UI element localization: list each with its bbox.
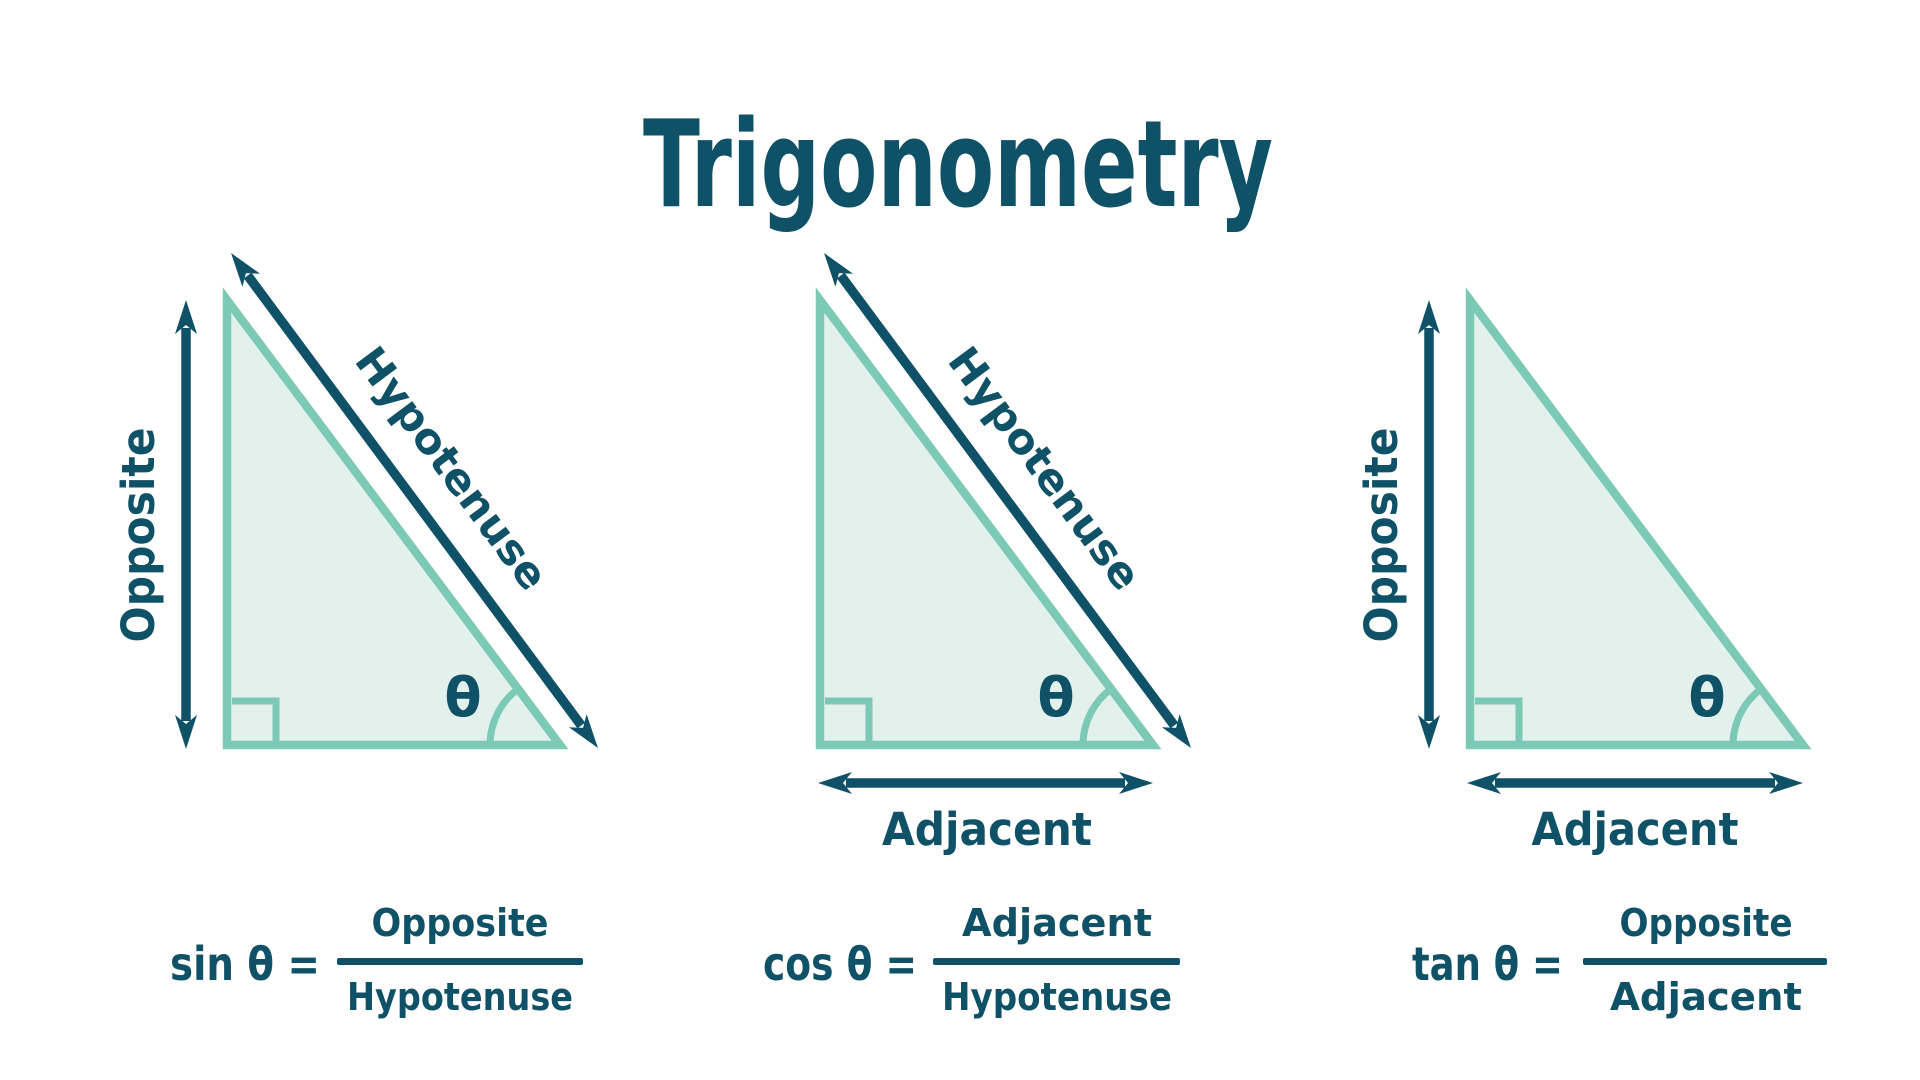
right-triangle <box>1465 287 1812 750</box>
tangent-formula: tan θ = Opposite Adjacent <box>1412 901 1827 1019</box>
adjacent-side-label: Adjacent <box>1532 803 1739 856</box>
formula-numerator: Opposite <box>372 901 549 945</box>
page-title: Trigonometry <box>643 96 1273 235</box>
formula-lhs: tan θ = <box>1412 937 1563 991</box>
fraction-bar <box>933 958 1180 965</box>
formula-denominator: Hypotenuse <box>942 975 1172 1019</box>
sine-formula: sin θ = Opposite Hypotenuse <box>170 901 583 1019</box>
theta-symbol: θ <box>1037 666 1074 729</box>
cosine-formula: cos θ = Adjacent Hypotenuse <box>763 901 1180 1019</box>
formula-lhs: sin θ = <box>170 937 320 991</box>
hypotenuse-double-arrow <box>824 253 1191 748</box>
theta-angle-arc <box>1729 686 1764 746</box>
opposite-side-label: Opposite <box>112 428 165 643</box>
formula-numerator: Adjacent <box>962 901 1152 945</box>
right-angle-marker <box>1475 697 1523 741</box>
theta-symbol: θ <box>1688 666 1725 729</box>
hypotenuse-double-arrow <box>231 253 598 748</box>
theta-symbol: θ <box>444 666 481 729</box>
opposite-side-label: Opposite <box>1355 428 1408 643</box>
formula-denominator: Hypotenuse <box>347 975 573 1019</box>
formula-denominator: Adjacent <box>1610 975 1802 1019</box>
formula-lhs: cos θ = <box>763 937 917 991</box>
tangent-triangle-figure: θ Opposite Adjacent <box>1355 287 1812 856</box>
fraction-bar <box>337 958 583 965</box>
formula-numerator: Opposite <box>1620 901 1793 945</box>
cosine-triangle-figure: θ Hypotenuse Adjacent <box>815 253 1191 856</box>
fraction-bar <box>1583 958 1827 965</box>
adjacent-side-label: Adjacent <box>882 803 1092 856</box>
sine-triangle-figure: θ Opposite Hypotenuse <box>112 253 598 750</box>
